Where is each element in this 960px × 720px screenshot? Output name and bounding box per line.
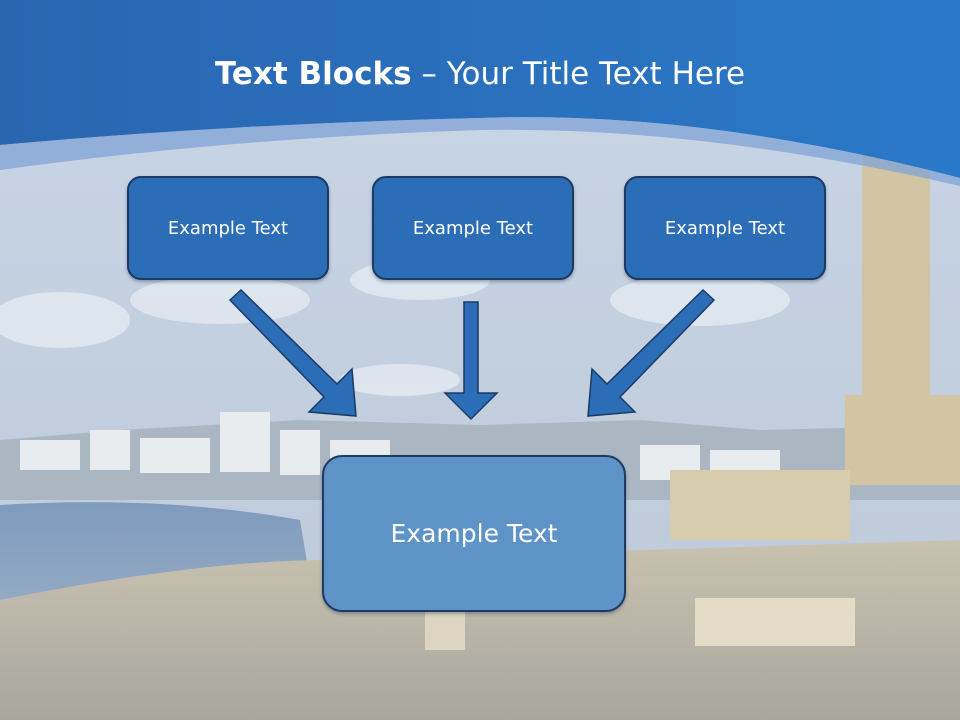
slide-title: Text Blocks – Your Title Text Here: [0, 54, 960, 94]
text-block-top-center: Example Text: [372, 176, 574, 280]
title-bold: Text Blocks: [214, 56, 412, 92]
text-block-top-left-label: Example Text: [167, 217, 289, 239]
title-dash: –: [411, 56, 447, 92]
text-block-bottom: Example Text: [322, 455, 626, 612]
text-block-bottom-label: Example Text: [390, 519, 558, 548]
text-block-top-center-label: Example Text: [412, 217, 534, 239]
title-rest: Your Title Text Here: [446, 56, 746, 92]
temple-ruins: [425, 150, 960, 650]
text-block-top-right-label: Example Text: [664, 217, 786, 239]
text-block-top-right: Example Text: [624, 176, 826, 280]
text-block-top-left: Example Text: [127, 176, 329, 280]
